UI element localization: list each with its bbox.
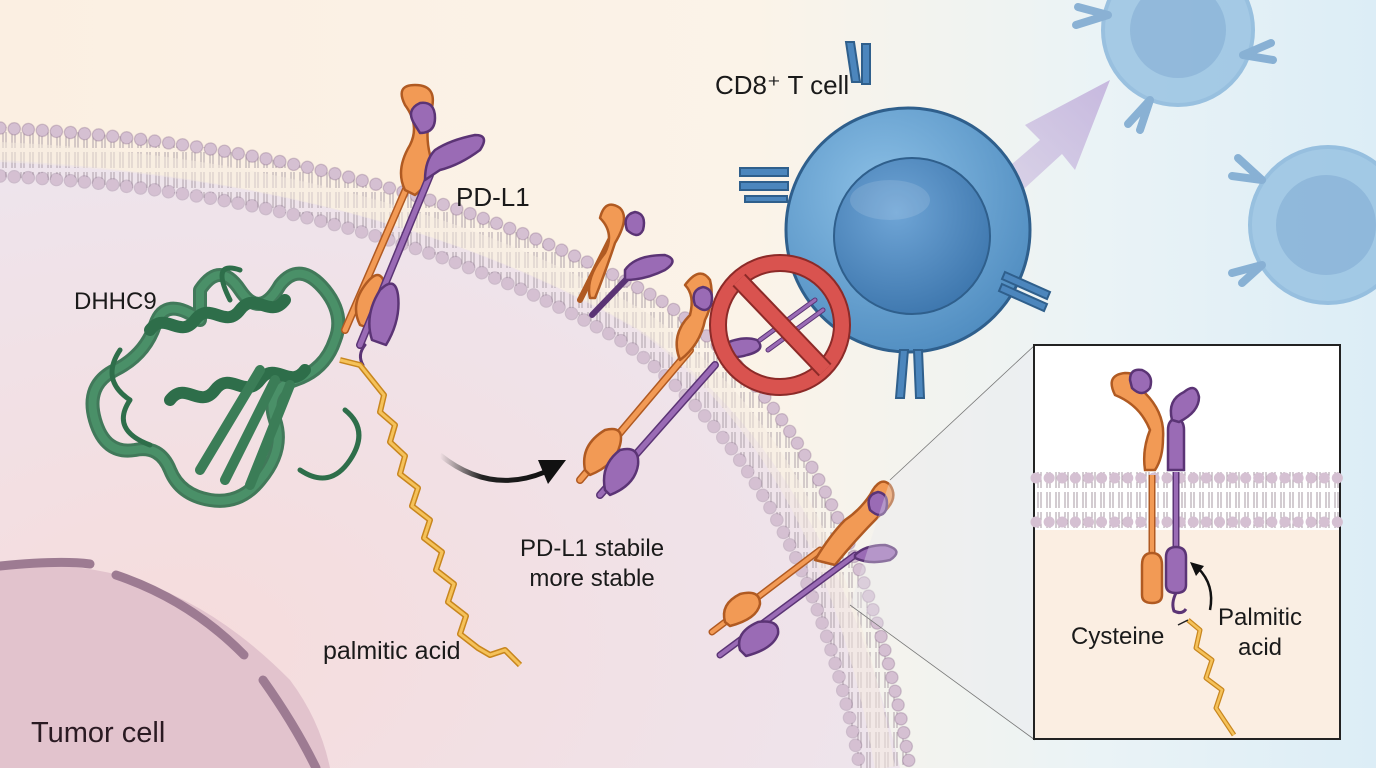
stability-label-line2: more stable (529, 565, 655, 592)
inset-palmitic-acid-label: Palmitic acid (1218, 603, 1302, 663)
nuclear-envelope-segment (258, 675, 321, 768)
cd8-t-cell (739, 41, 1052, 399)
pd-l1-dimer (708, 480, 898, 659)
t-cell-label: CD8⁺ T cell (715, 70, 850, 100)
tumor-nucleus (0, 565, 330, 768)
pd-l1-dimer (341, 83, 486, 367)
inset-cysteine-label: Cysteine (1071, 623, 1165, 650)
palmitic-acid-highlight (339, 358, 522, 667)
distant-t-cell (1228, 145, 1376, 305)
t-cell-receptor (739, 41, 1052, 399)
zoom-inset (1030, 344, 1344, 740)
translocation-arrowhead (538, 460, 566, 484)
zoom-cone (850, 345, 1035, 740)
inset-palmitic-line1: Palmitic (1218, 604, 1303, 631)
dhhc9-protein-ribbon (85, 265, 362, 508)
inhibition-symbol (709, 254, 851, 396)
inset-palmitic-line2: acid (1237, 634, 1283, 661)
zoom-guide-line (889, 344, 1036, 481)
dhhc9-label: DHHC9 (74, 288, 157, 315)
nuclear-envelope-segment (0, 557, 95, 571)
translocation-arrow (438, 453, 546, 483)
palmitic-acid-label: palmitic acid (323, 637, 461, 665)
zoom-guide-line (849, 604, 1036, 741)
tumor-cell-label: Tumor cell (31, 717, 166, 749)
nuclear-envelope-segment (111, 570, 249, 660)
pd-l1-label: PD-L1 (456, 182, 530, 212)
distant-t-cell (1072, 0, 1277, 134)
pd-l1-dimer (576, 272, 826, 499)
stability-label: PD-L1 stabile more stable (520, 534, 664, 594)
cell-membrane-bilayer (0, 121, 917, 768)
stability-label-line1: PD-L1 stabile (520, 535, 665, 562)
pd-l1-dimer (577, 203, 674, 318)
